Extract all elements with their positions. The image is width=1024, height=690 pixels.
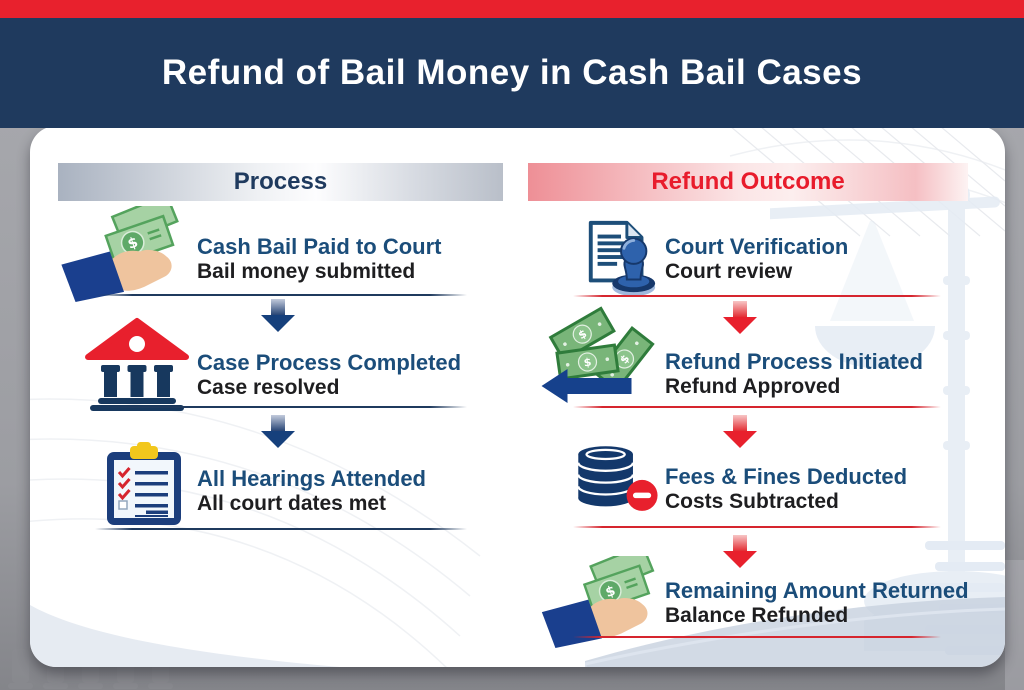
step-title: Remaining Amount Returned	[665, 578, 969, 603]
process-column-header: Process	[58, 163, 503, 201]
down-arrow-icon	[723, 301, 757, 334]
divider	[573, 406, 941, 408]
refund-step-2: Refund Process Initiated Refund Approved	[665, 349, 923, 399]
step-title: All Hearings Attended	[197, 466, 426, 491]
refund-outcome-column-header: Refund Outcome	[528, 163, 968, 201]
step-title: Fees & Fines Deducted	[665, 464, 908, 489]
background-right-shape	[1005, 560, 1024, 690]
divider	[95, 406, 467, 408]
step-title: Cash Bail Paid to Court	[197, 234, 442, 259]
step-subtitle: Bail money submitted	[197, 260, 416, 283]
step-subtitle: Court review	[665, 260, 793, 283]
step-subtitle: Refund Approved	[665, 375, 841, 398]
courthouse-icon	[85, 318, 189, 411]
content-card: Process Refund Outcome Cash Bail Paid to…	[30, 126, 1005, 667]
bottom-left-wave	[30, 605, 340, 667]
down-arrow-icon	[261, 299, 295, 332]
refund-step-3: Fees & Fines Deducted Costs Subtracted	[665, 464, 907, 514]
refund-step-4: Remaining Amount Returned Balance Refund…	[665, 578, 969, 628]
process-step-3: All Hearings Attended All court dates me…	[197, 466, 426, 516]
money-return-arrow-icon: $ $ $	[541, 306, 655, 403]
step-subtitle: Case resolved	[197, 376, 340, 399]
refund-outcome-label: Refund Outcome	[651, 168, 845, 195]
divider	[95, 294, 467, 296]
clipboard-checklist-icon	[107, 442, 181, 525]
divider	[573, 526, 941, 528]
process-step-1: Cash Bail Paid to Court Bail money submi…	[197, 234, 441, 284]
step-title: Refund Process Initiated	[665, 349, 923, 374]
top-red-stripe	[0, 0, 1024, 18]
hand-giving-cash-icon	[55, 206, 187, 302]
stamped-document-icon	[588, 220, 656, 297]
svg-text:$: $	[583, 356, 592, 370]
step-subtitle: All court dates met	[197, 492, 387, 515]
divider	[573, 295, 941, 297]
step-subtitle: Costs Subtracted	[665, 490, 839, 513]
step-subtitle: Balance Refunded	[665, 604, 849, 627]
step-title: Case Process Completed	[197, 350, 462, 375]
title-band: Refund of Bail Money in Cash Bail Cases	[0, 18, 1024, 128]
refund-step-1: Court Verification Court review	[665, 234, 848, 284]
step-title: Court Verification	[665, 234, 849, 259]
divider	[573, 636, 941, 638]
down-arrow-icon	[723, 415, 757, 448]
down-arrow-icon	[723, 535, 757, 568]
page-title: Refund of Bail Money in Cash Bail Cases	[161, 53, 863, 92]
coins-minus-icon	[577, 446, 658, 511]
down-arrow-icon	[261, 415, 295, 448]
process-step-2: Case Process Completed Case resolved	[197, 350, 461, 400]
hand-receiving-cash-icon	[536, 556, 662, 648]
process-label: Process	[233, 168, 328, 195]
divider	[95, 528, 467, 530]
